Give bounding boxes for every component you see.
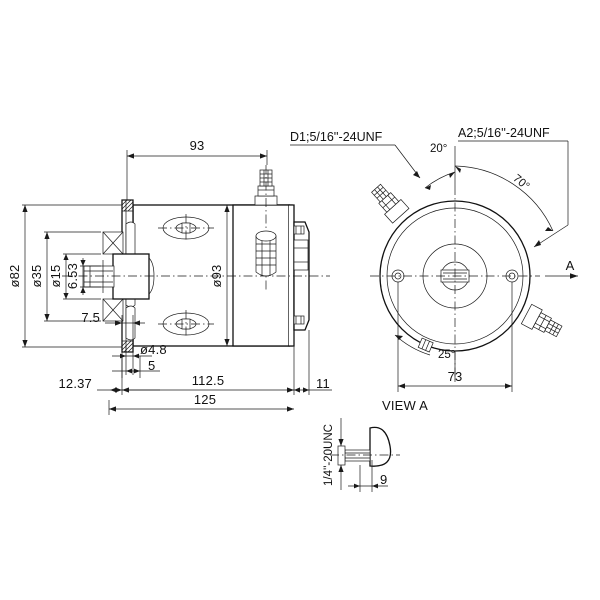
- dim-1125-label: 112.5: [192, 373, 225, 388]
- terminal-a2-assembly: [520, 303, 563, 338]
- side-view-dimensions: 93 ø82 ø35 ø15 6.53 ø93: [7, 138, 332, 415]
- oval-feature-top: [158, 214, 214, 242]
- view-a-detail-group: VIEW A 1/4''-20UNC 9: [323, 398, 428, 492]
- dim-dia48-label: ø4.8: [140, 342, 167, 357]
- view-a-arrow-label: A: [566, 258, 575, 273]
- dim-11-label: 11: [316, 376, 330, 391]
- oval-feature-bottom: [158, 310, 214, 338]
- label-a2: A2;5/16''-24UNF: [458, 126, 550, 140]
- dim-dia82-label: ø82: [7, 264, 22, 287]
- brush-shape-top: [125, 221, 136, 257]
- dim-125-label: 125: [194, 392, 216, 407]
- detail-blade: [369, 426, 392, 467]
- dim-dia35-label: ø35: [29, 264, 44, 287]
- mount-lug-bottom: [417, 337, 434, 353]
- angle-20-label: 20°: [430, 143, 447, 155]
- dim-5-label: 5: [148, 358, 155, 373]
- dim-73-label: 73: [448, 369, 463, 384]
- angle-70-label: 70°: [510, 173, 531, 193]
- output-shaft: [83, 253, 155, 300]
- detail-stud: [344, 449, 371, 462]
- end-view-annotations: D1;5/16''-24UNF A2;5/16''-24UNF 20° 70° …: [290, 126, 578, 392]
- side-view-group: [62, 165, 330, 353]
- detail-thread-label: 1/4''-20UNC: [323, 424, 335, 486]
- label-d1: D1;5/16''-24UNF: [290, 130, 383, 144]
- dim-dia15-label: ø15: [48, 264, 63, 287]
- detail-dim-9-label: 9: [380, 472, 387, 487]
- threaded-connector-side: [255, 230, 277, 277]
- rear-cap: [289, 204, 295, 347]
- detail-stud-head: [337, 445, 346, 466]
- dim-653-label: 6.53: [65, 263, 80, 289]
- angle-25-label: 25°: [438, 349, 455, 361]
- dim-93-label: 93: [190, 138, 205, 153]
- dim-1237-label: 12.37: [58, 376, 92, 391]
- flange-hatch-top: [121, 199, 134, 212]
- terminal-d1-assembly: [371, 183, 410, 224]
- bearing-boss: [102, 231, 124, 322]
- dim-75-label: 7.5: [81, 310, 100, 325]
- view-a-title: VIEW A: [382, 398, 428, 413]
- dim-dia93-label: ø93: [209, 264, 224, 287]
- end-view-group: [370, 183, 563, 380]
- body-rear-section: [232, 204, 290, 347]
